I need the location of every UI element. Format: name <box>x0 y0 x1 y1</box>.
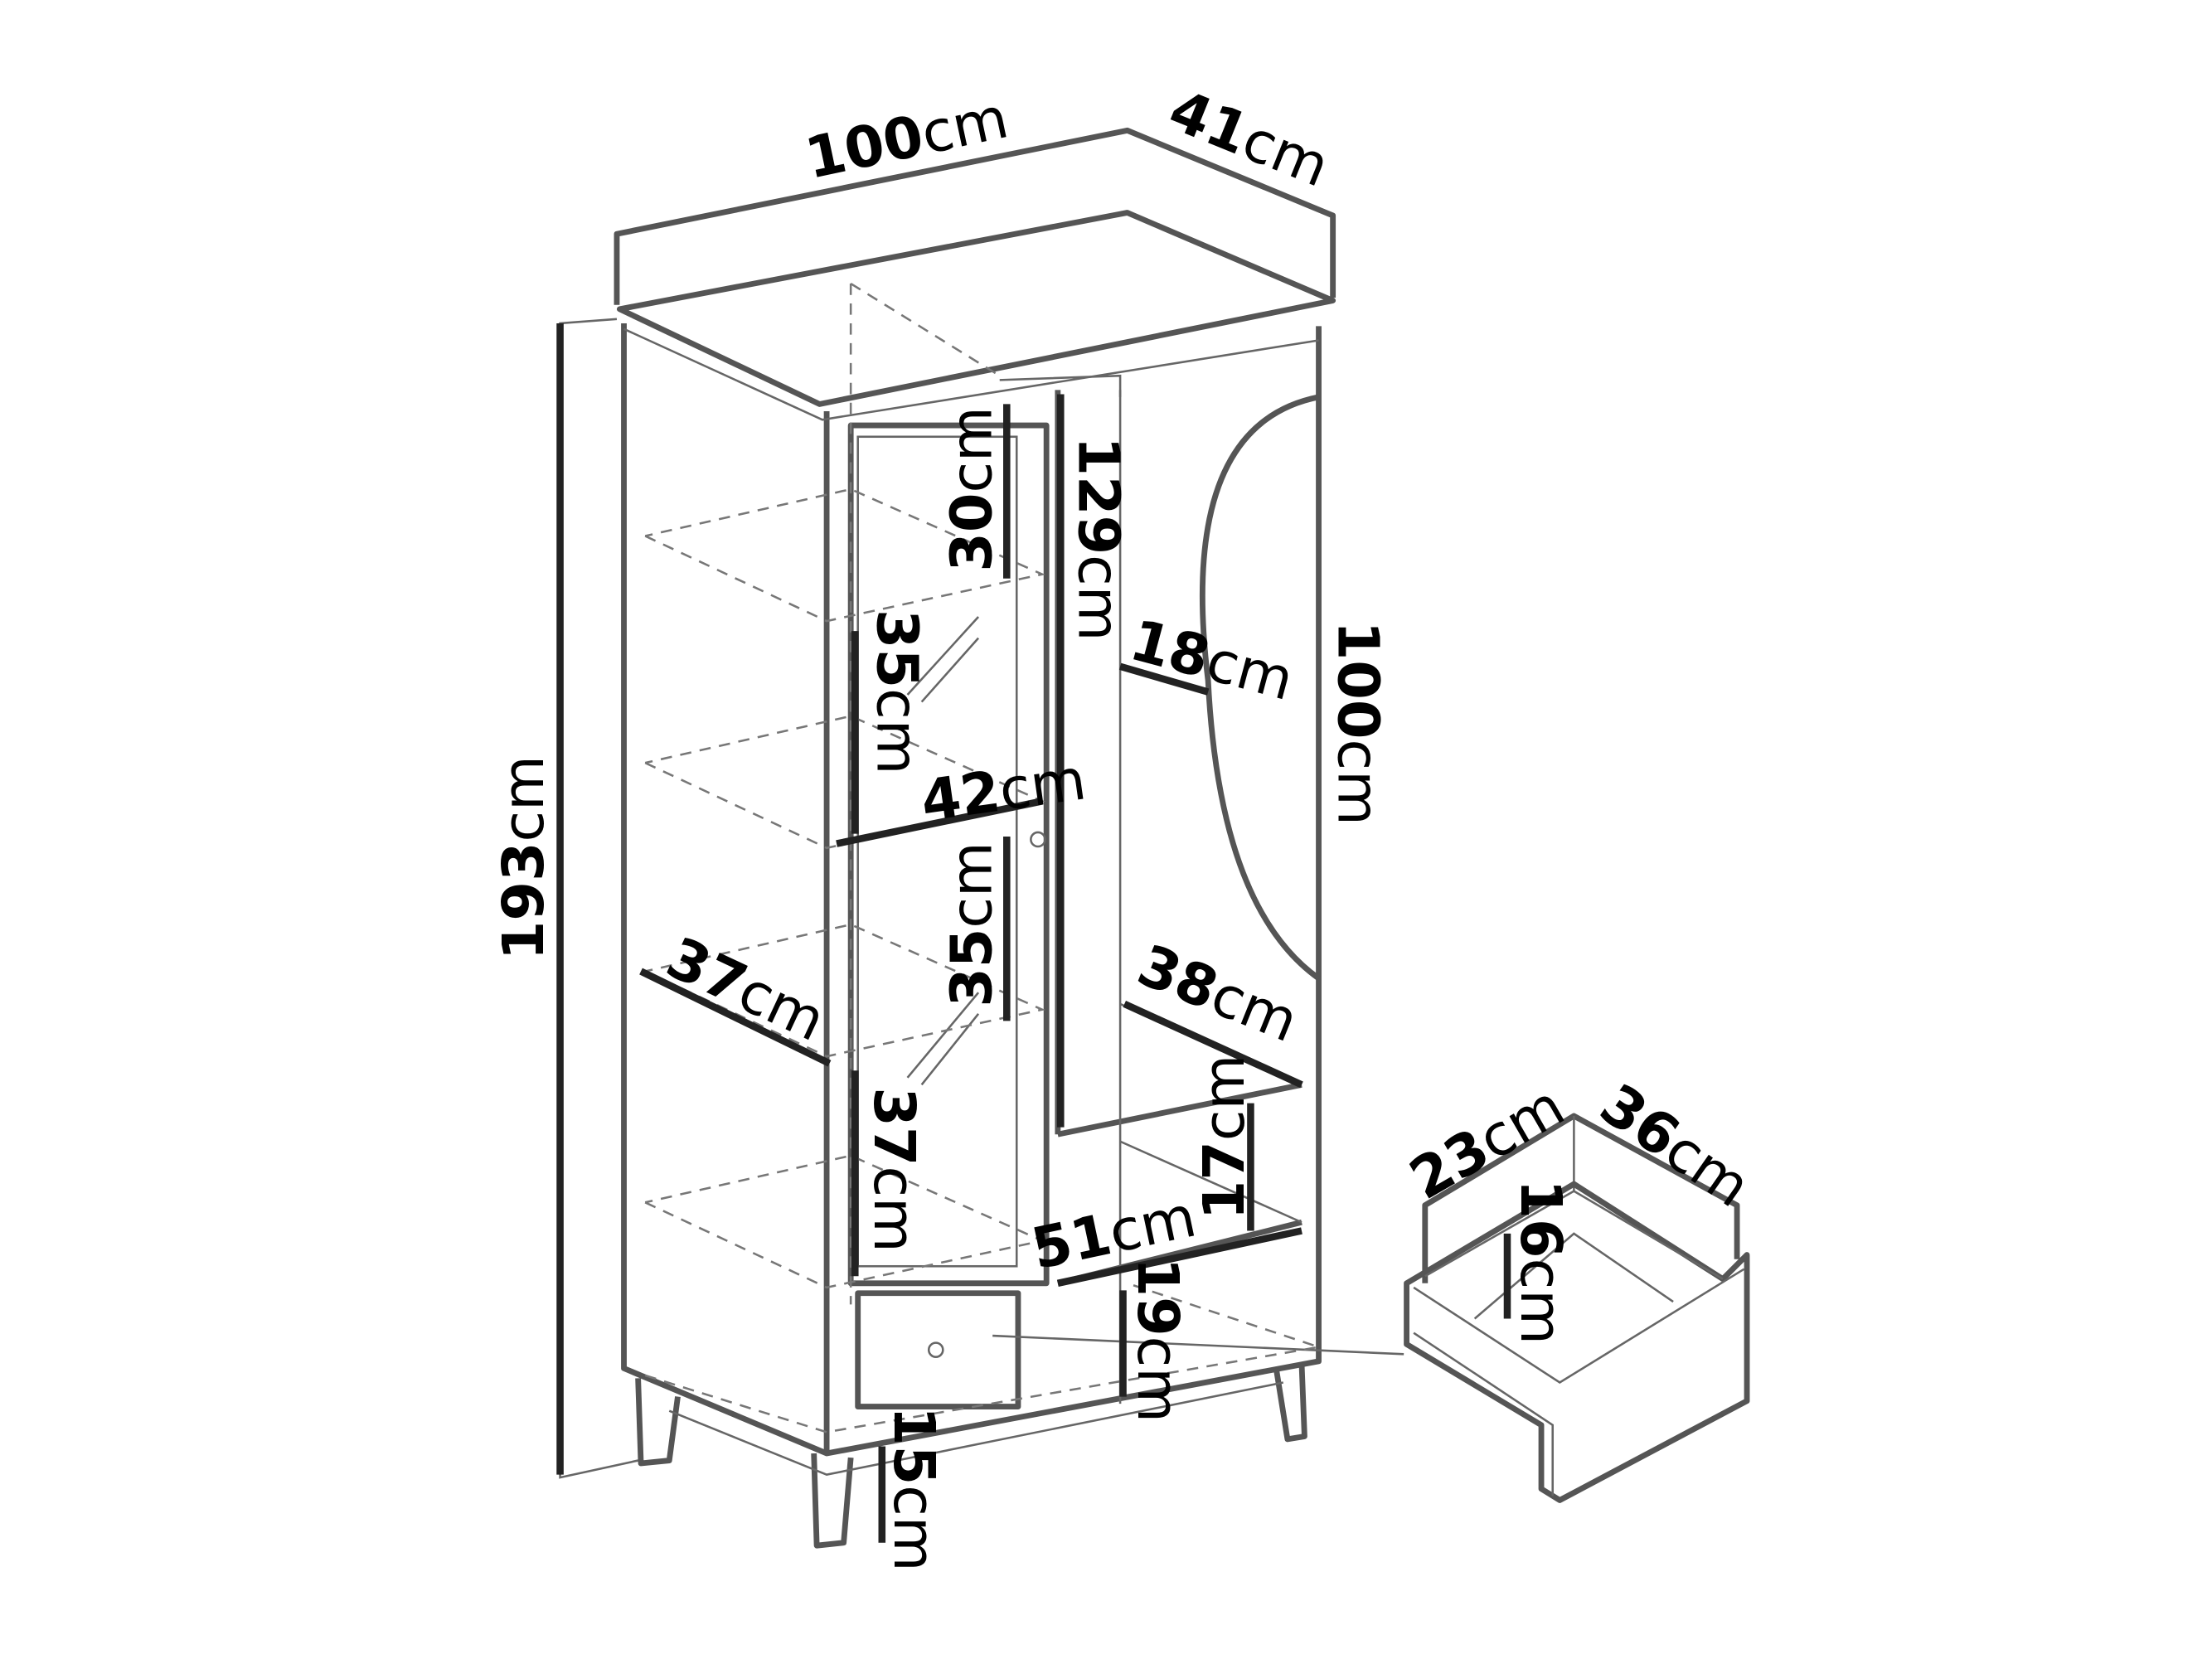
top-dimension-lines <box>614 127 1336 305</box>
label-height-total: 193cm <box>492 755 557 960</box>
label-right-compartment-height: 17cm <box>1192 1055 1258 1220</box>
label-drawer-height: 16cm <box>1507 1179 1573 1344</box>
wardrobe-body <box>616 210 1404 1549</box>
dimension-labels: 100cm 41cm 193cm 100cm 30cm 129cm 18cm 3… <box>492 77 1762 1571</box>
label-height-right-door: 100cm <box>1325 621 1390 826</box>
label-shelf-depth: 37cm <box>657 925 834 1055</box>
glass-door <box>847 422 1050 1287</box>
label-leg-height: 15cm <box>880 1406 946 1571</box>
dimension-bars <box>556 318 1303 1543</box>
label-shelf-width: 42cm <box>917 747 1090 835</box>
door-knob <box>1030 831 1046 848</box>
label-right-shelf-depth: 38cm <box>1129 933 1307 1055</box>
label-right-shelf-width: 51cm <box>1026 1184 1202 1283</box>
drawer-detail <box>1404 1113 1750 1503</box>
bottom-drawer <box>855 1290 1021 1409</box>
label-hanging-height: 129cm <box>1065 436 1131 641</box>
label-shelf-top-gap: 30cm <box>939 406 1005 571</box>
label-drawer-width: 36cm <box>1589 1072 1762 1220</box>
label-shelf-gap-lower: 37cm <box>861 1087 926 1252</box>
label-bottom-compartment-height: 19cm <box>1125 1257 1191 1422</box>
label-shelf-gap-upper: 35cm <box>864 609 929 774</box>
label-shelf-gap-middle: 35cm <box>939 842 1005 1007</box>
